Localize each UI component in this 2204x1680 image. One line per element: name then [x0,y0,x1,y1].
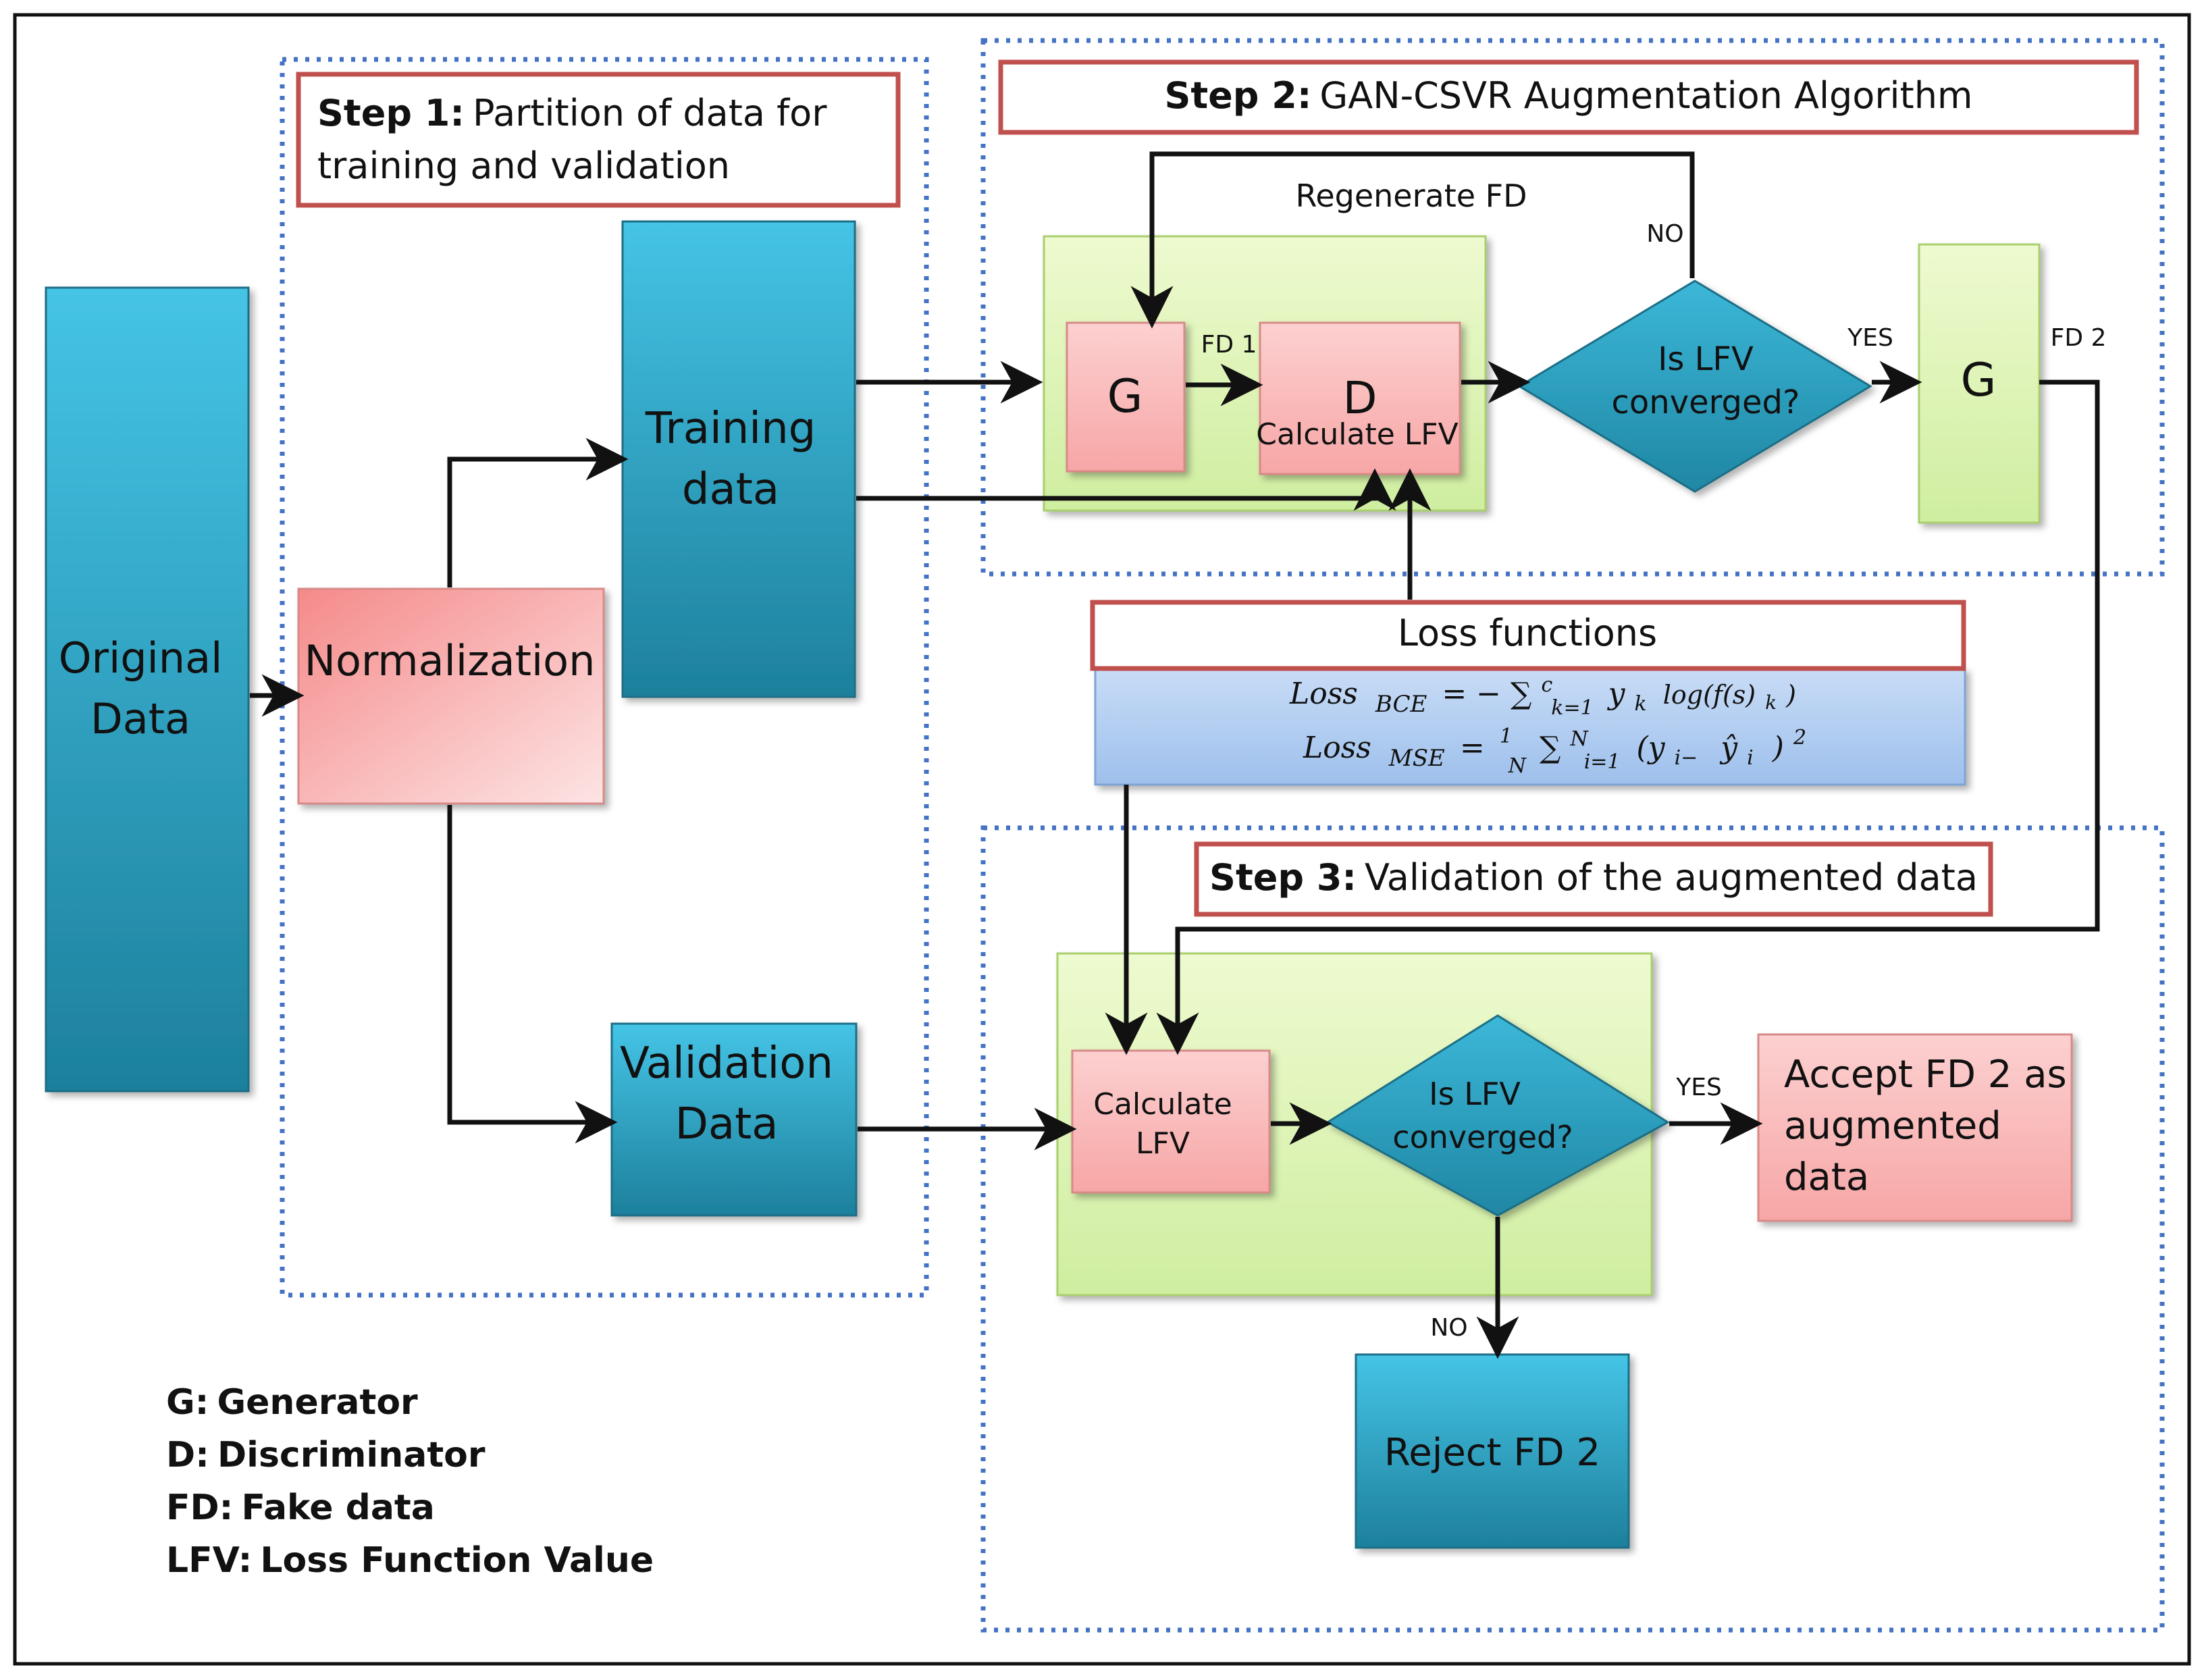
arrow-decision-no-regenerate [1130,151,1695,329]
generator-2-label: G [1961,354,1997,407]
label-no-2: NO [1430,1314,1467,1342]
step3-region [980,825,2165,1633]
step2-region [980,38,2165,577]
label-yes-1: YES [1847,324,1893,352]
accept-node: Accept FD 2 as augmented data [1757,1033,2073,1222]
outer-frame [13,13,2191,1666]
legend-item: G:Generator [166,1382,418,1423]
loss-functions-box: Loss functions Loss BCE = − ∑ c k=1 y k … [1090,600,1966,786]
svg-text:data: data [682,465,779,515]
decision-2-node: Is LFV converged? [1326,1014,1670,1217]
svg-text:Accept FD 2 as: Accept FD 2 as [1784,1053,2067,1097]
label-fd2: FD 2 [2051,324,2107,352]
svg-text:Training: Training [645,404,816,454]
svg-text:Is LFV: Is LFV [1429,1076,1521,1112]
svg-text:Step 3:Validation of the augme: Step 3:Validation of the augmented data [1209,856,1978,899]
svg-text:Step 2:GAN-CSVR Augmentation A: Step 2:GAN-CSVR Augmentation Algorithm [1164,74,1972,117]
original-data-node: Original Data [45,286,250,1093]
generator-2-box [1918,243,2041,524]
decision-1-node: Is LFV converged? [1517,280,1872,493]
svg-text:Data: Data [90,694,190,743]
svg-text:converged?: converged? [1612,384,1800,421]
connectors [250,151,2100,1359]
svg-text:Normalization: Normalization [305,636,596,685]
loss-mse-formula: Loss MSE = 1 N ∑ N i=1 (y i− ŷ i ) 2 [1303,716,1806,780]
label-fd1: FD 1 [1201,331,1257,359]
legend-item: FD:Fake data [166,1488,435,1528]
svg-text:training and validation: training and validation [317,145,730,187]
normalization-node: Normalization [297,587,605,805]
svg-text:converged?: converged? [1392,1119,1573,1155]
svg-text:augmented: augmented [1784,1104,2001,1148]
svg-text:Is LFV: Is LFV [1658,340,1754,378]
discriminator-node: D Calculate LFV [1256,321,1461,475]
step2-title: Step 2:GAN-CSVR Augmentation Algorithm [998,59,2139,135]
label-yes-2: YES [1675,1074,1722,1101]
legend-item: D:Discriminator [166,1435,486,1475]
label-no-1: NO [1646,220,1683,248]
svg-text:Calculate LFV: Calculate LFV [1256,417,1458,452]
svg-text:G: G [1107,370,1143,423]
svg-text:Validation: Validation [620,1039,833,1088]
validation-data-node: Validation Data [610,1022,858,1217]
training-data-node: Training data [621,220,856,698]
arrow-training-to-discriminator [856,468,1396,511]
svg-text:Loss functions: Loss functions [1398,612,1657,654]
svg-text:Data: Data [675,1099,779,1149]
arrow-generator2-to-calculate [1156,379,2100,1055]
legend: G:Generator D:Discriminator FD:Fake data… [166,1382,654,1581]
step1-title: Step 1:Partition of data for training an… [296,72,901,208]
svg-text:Step 1:Partition of data for: Step 1:Partition of data for [317,92,827,134]
svg-text:D: D [1343,372,1378,424]
step3-title: Step 3:Validation of the augmented data [1194,841,1993,917]
reject-node: Reject FD 2 [1355,1353,1630,1549]
svg-text:Calculate: Calculate [1093,1087,1232,1122]
arrow-normalization-to-training [447,438,629,587]
generator-1-node: G [1066,321,1186,473]
loss-bce-formula: Loss BCE = − ∑ c k=1 y k log(f(s) k ) [1289,664,1796,722]
svg-text:Reject FD 2: Reject FD 2 [1384,1431,1600,1475]
svg-text:data: data [1784,1155,1869,1199]
svg-text:Original: Original [59,633,223,683]
svg-text:LFV: LFV [1136,1126,1190,1161]
label-regenerate-fd: Regenerate FD [1295,178,1527,214]
calculate-lfv-node: Calculate LFV [1071,1049,1271,1194]
arrow-normalization-to-validation [447,805,618,1144]
legend-item: LFV:Loss Function Value [166,1540,654,1581]
step1-region [280,57,929,1298]
